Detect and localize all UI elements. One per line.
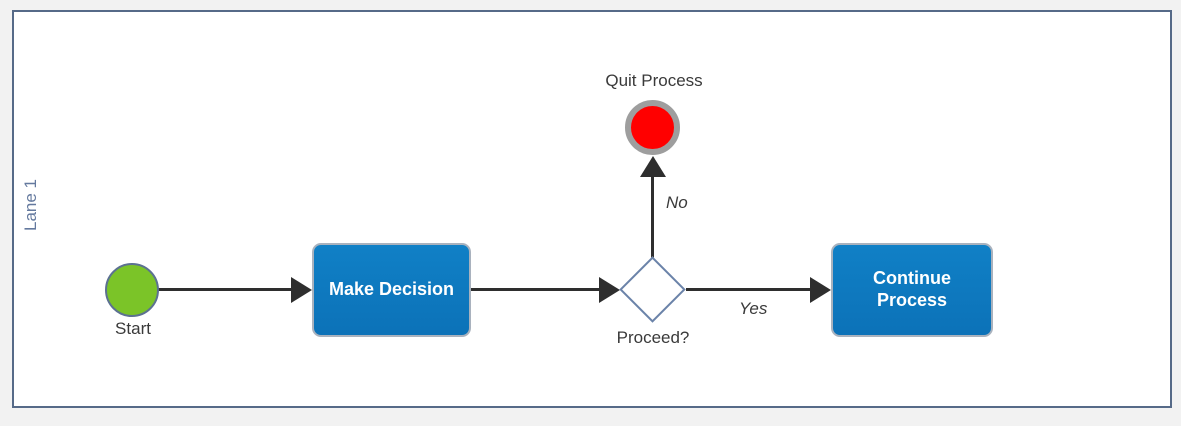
flow-start-to-decision <box>158 288 292 291</box>
swimlane-label: Lane 1 <box>21 179 40 231</box>
flow-label-no: No <box>666 193 688 212</box>
gateway-proceed-label: Proceed? <box>616 328 690 347</box>
flow-gateway-to-quit <box>651 175 654 259</box>
flow-gateway-to-continue <box>686 288 811 291</box>
flow-label-yes: Yes <box>739 299 768 318</box>
flow-decision-to-gateway <box>470 288 600 291</box>
end-event-label: Quit Process <box>605 71 703 90</box>
end-event-node[interactable] <box>625 100 680 155</box>
task-continue-process-label: Continue Process <box>873 268 951 310</box>
arrowhead-icon <box>640 156 666 177</box>
arrowhead-icon <box>291 277 312 303</box>
task-make-decision-label: Make Decision <box>328 279 455 300</box>
start-event-label: Start <box>115 319 151 338</box>
arrowhead-icon <box>810 277 831 303</box>
task-continue-process[interactable]: Continue Process <box>831 243 993 337</box>
arrowhead-icon <box>599 277 620 303</box>
start-event-node[interactable] <box>105 263 159 317</box>
task-make-decision[interactable]: Make Decision <box>312 243 471 337</box>
swimlane[interactable] <box>12 10 1172 408</box>
